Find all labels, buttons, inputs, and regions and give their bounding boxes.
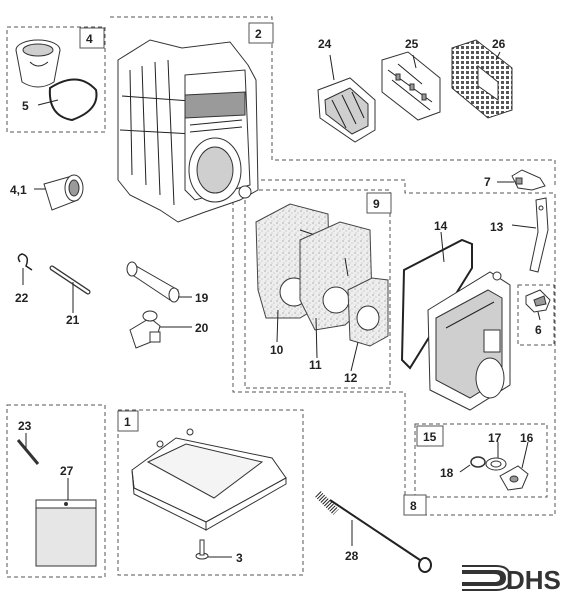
callout-27: 27 xyxy=(60,464,74,478)
panel-12-part xyxy=(347,277,389,347)
callout-25: 25 xyxy=(405,37,419,51)
tab-1 xyxy=(117,410,139,432)
callout-12: 12 xyxy=(344,371,358,385)
callout-19: 19 xyxy=(195,291,209,305)
group-box-2 xyxy=(110,16,556,188)
callout-8: 8 xyxy=(410,499,417,513)
chamber-housing-part xyxy=(427,271,511,411)
screw-3-part xyxy=(195,539,209,560)
callout-5: 5 xyxy=(22,99,29,113)
callout-9: 9 xyxy=(373,197,380,211)
frame-1-part xyxy=(131,428,287,531)
group-box-1 xyxy=(117,409,304,576)
group-box-9 xyxy=(244,189,391,389)
callout-20: 20 xyxy=(195,321,209,335)
flue-adapter-part xyxy=(15,39,61,88)
clip-6-part xyxy=(525,289,551,313)
plate-26-part xyxy=(451,39,513,119)
callout-14: 14 xyxy=(434,219,448,233)
callout-23: 23 xyxy=(18,419,32,433)
ring-17-part xyxy=(485,457,507,471)
gasket-14-part xyxy=(400,238,473,370)
oring-18-part xyxy=(470,456,486,468)
group-box-outer xyxy=(232,179,556,516)
tab-9 xyxy=(366,192,392,214)
callout-16: 16 xyxy=(520,431,534,445)
tab-8 xyxy=(403,494,427,516)
callout-13: 13 xyxy=(490,220,504,234)
valve-20-part xyxy=(129,310,161,349)
rod-23-part xyxy=(16,439,40,465)
main-housing-part xyxy=(117,39,259,223)
group-box-23-27 xyxy=(6,404,106,578)
callout-1: 1 xyxy=(124,415,131,429)
sleeve-part xyxy=(43,174,84,211)
group-box-6 xyxy=(517,284,555,346)
seal-ring-part xyxy=(48,78,98,122)
brush-28-part xyxy=(315,491,432,573)
bag-27-part xyxy=(35,499,97,567)
group-box-4 xyxy=(6,26,106,133)
tab-15 xyxy=(416,425,444,447)
callout-10: 10 xyxy=(270,343,284,357)
callout-4: 4 xyxy=(86,32,93,46)
clip-22-part xyxy=(17,253,33,271)
clip-7-part xyxy=(511,169,546,191)
callout-3: 3 xyxy=(236,551,243,565)
callout-15: 15 xyxy=(423,430,437,444)
callout-26: 26 xyxy=(492,37,506,51)
pipe-19-part xyxy=(126,261,180,303)
callout-28: 28 xyxy=(345,549,359,563)
callout-24: 24 xyxy=(318,37,332,51)
callout-7: 7 xyxy=(484,175,491,189)
callout-21: 21 xyxy=(66,313,80,327)
group-box-8-15 xyxy=(414,423,548,498)
callout-22: 22 xyxy=(15,291,29,305)
dhs-logo: DHS xyxy=(462,565,561,595)
logo-text: DHS xyxy=(506,565,561,595)
bracket-13-part xyxy=(529,197,549,273)
callout-6: 6 xyxy=(535,323,542,337)
callout-11: 11 xyxy=(309,358,322,372)
pin-21-part xyxy=(49,265,91,295)
plate-16-part xyxy=(499,465,529,491)
grill-25-part xyxy=(381,51,441,121)
tab-2 xyxy=(248,22,274,44)
grill-24-part xyxy=(317,77,376,143)
callout-17: 17 xyxy=(488,431,502,445)
callout-2: 2 xyxy=(255,27,262,41)
callout-18: 18 xyxy=(440,466,454,480)
tab-4 xyxy=(79,27,105,49)
callout-4-1: 4,1 xyxy=(10,183,27,197)
leader-lines xyxy=(22,51,541,558)
